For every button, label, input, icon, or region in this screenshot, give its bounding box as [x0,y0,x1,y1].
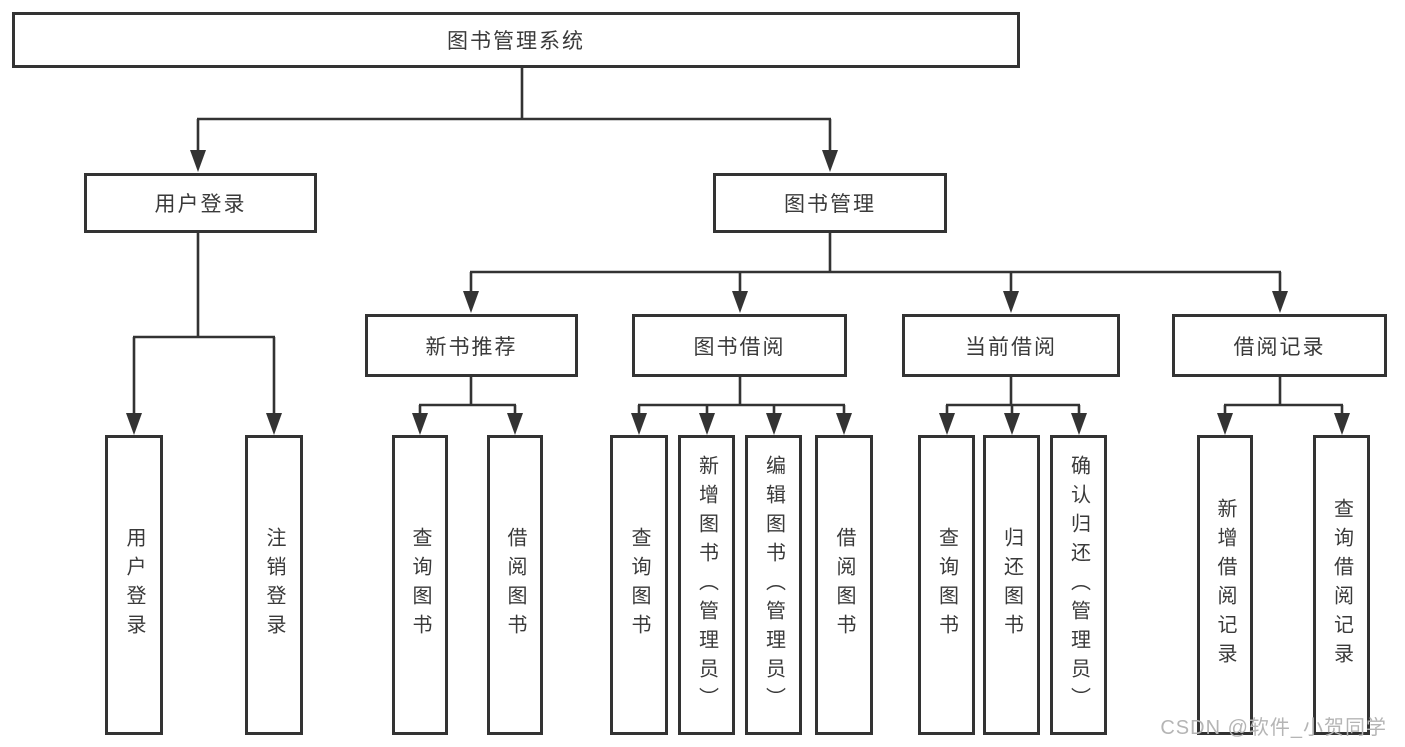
leaf-label: 查询借阅记录 [1330,498,1353,672]
csdn-watermark: CSDN @软件_小贺同学 [1160,717,1387,739]
leaf-logout: 注销登录 [245,435,303,735]
node-new-book-recommendation: 新书推荐 [365,314,578,377]
leaf-label: 确认归还（管理员） [1067,454,1090,716]
node-book-borrowing: 图书借阅 [632,314,847,377]
node-library-system: 图书管理系统 [12,12,1020,68]
node-book-management: 图书管理 [713,173,947,233]
node-borrowing-records: 借阅记录 [1172,314,1387,377]
node-user-login: 用户登录 [84,173,317,233]
leaf-query-books-current: 查询图书 [918,435,975,735]
leaf-add-borrow-record: 新增借阅记录 [1197,435,1253,735]
leaf-label: 用户登录 [123,527,145,643]
leaf-label: 编辑图书（管理员） [762,454,785,716]
node-current-borrowing: 当前借阅 [902,314,1120,377]
leaf-user-login: 用户登录 [105,435,163,735]
leaf-query-books-borrow: 查询图书 [610,435,668,735]
leaf-borrow-books-recommend: 借阅图书 [487,435,543,735]
leaf-confirm-return-admin: 确认归还（管理员） [1050,435,1107,735]
leaf-query-books-recommend: 查询图书 [392,435,448,735]
leaf-edit-book-admin: 编辑图书（管理员） [745,435,802,735]
leaf-add-book-admin: 新增图书（管理员） [678,435,735,735]
leaf-label: 新增借阅记录 [1214,498,1236,672]
leaf-label: 借阅图书 [504,527,526,643]
leaf-label: 注销登录 [263,527,285,643]
leaf-label: 查询图书 [935,527,958,643]
leaf-label: 归还图书 [1000,527,1023,643]
leaf-return-book: 归还图书 [983,435,1040,735]
leaf-label: 借阅图书 [833,527,855,643]
leaf-label: 新增图书（管理员） [695,454,718,716]
arrowheads [126,150,1350,435]
leaf-borrow-books: 借阅图书 [815,435,873,735]
leaf-label: 查询图书 [409,527,431,643]
leaf-label: 查询图书 [628,527,650,643]
leaf-query-borrow-record: 查询借阅记录 [1313,435,1370,735]
